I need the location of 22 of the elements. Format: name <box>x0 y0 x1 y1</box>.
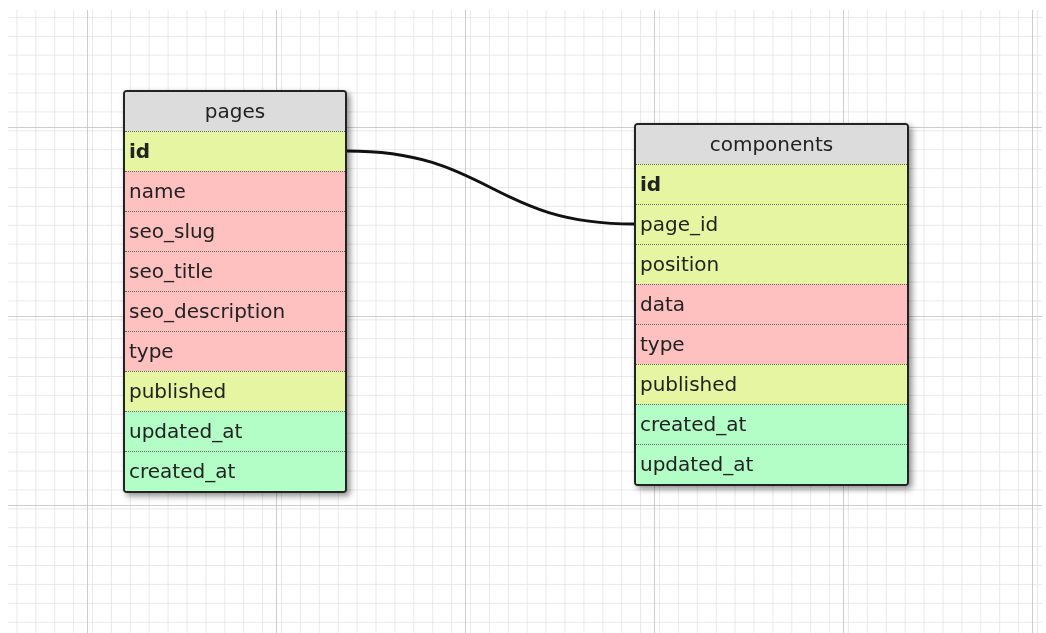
table-column-row: created_at <box>125 451 345 491</box>
table-name: components <box>636 125 907 164</box>
table-column-row: updated_at <box>636 444 907 484</box>
table-column-row: name <box>125 171 345 211</box>
table-column-row: updated_at <box>125 411 345 451</box>
table-column-row: created_at <box>636 404 907 444</box>
table-column-row: seo_description <box>125 291 345 331</box>
table-column-row: type <box>125 331 345 371</box>
table-column-row: type <box>636 324 907 364</box>
relationship-line <box>346 149 635 226</box>
entity-table <box>123 90 347 493</box>
table-column-row: data <box>636 284 907 324</box>
table-column-row: id <box>125 131 345 171</box>
table-column-row: published <box>636 364 907 404</box>
table-column-row: page_id <box>636 204 907 244</box>
entity-table <box>634 123 909 486</box>
table-column-row: id <box>636 164 907 204</box>
table-column-row: published <box>125 371 345 411</box>
table-name: pages <box>125 92 345 131</box>
table-column-row: seo_slug <box>125 211 345 251</box>
table-column-row: seo_title <box>125 251 345 291</box>
table-column-row: position <box>636 244 907 284</box>
